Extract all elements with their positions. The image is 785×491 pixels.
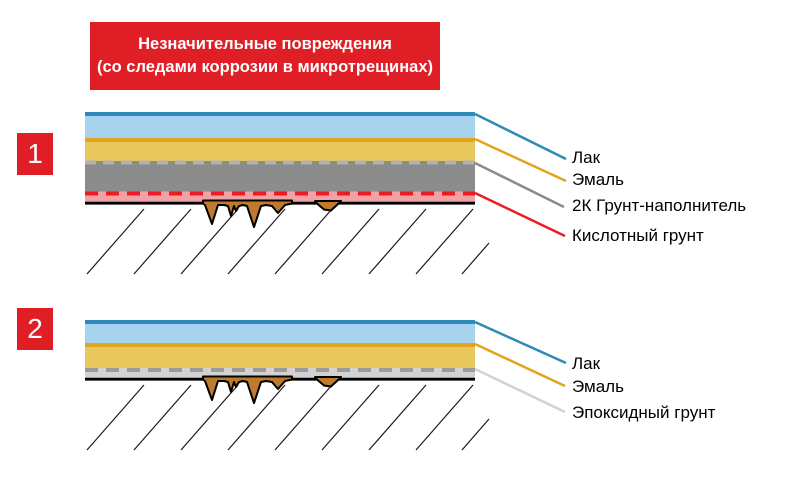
title-line2: (со следами коррозии в микротрещинах) — [96, 58, 434, 76]
diagram-1-stack — [85, 112, 567, 275]
leader-epoxy-primer-2 — [474, 367, 566, 414]
corrosion-pits-1 — [202, 199, 293, 228]
lacquer-layer-2 — [85, 320, 475, 343]
step-1-badge: 1 — [17, 133, 53, 175]
title-line1: Незначительные повреждения — [138, 35, 392, 53]
leader-acid-primer-1 — [474, 191, 566, 238]
acid-primer-layer-1 — [85, 191, 475, 203]
leader-lacquer-1 — [474, 112, 567, 161]
corrosion-shallow-pit-2 — [314, 376, 342, 388]
substrate-hatching-2 — [86, 384, 490, 451]
label-epoxy-primer-2: Эпоксидный грунт — [572, 403, 716, 422]
leader-filler-1 — [474, 161, 565, 209]
label-enamel-2: Эмаль — [572, 377, 624, 396]
corrosion-pits-2 — [202, 375, 293, 404]
enamel-layer-1 — [85, 138, 475, 161]
corrosion-shallow-pit-1 — [314, 200, 342, 212]
step-2-badge: 2 — [17, 308, 53, 350]
leader-enamel-1 — [474, 137, 567, 183]
leader-lacquer-2 — [474, 320, 567, 365]
label-lacquer-1: Лак — [572, 148, 601, 167]
lacquer-layer-1 — [85, 112, 475, 138]
leader-enamel-2 — [474, 342, 566, 388]
diagram-2-stack — [85, 320, 567, 451]
substrate-hatching-1 — [86, 208, 490, 275]
label-acid-primer-1: Кислотный грунт — [572, 226, 704, 245]
enamel-layer-2 — [85, 343, 475, 368]
label-2k-filler-1: 2К Грунт-наполнитель — [572, 196, 747, 215]
label-enamel-1: Эмаль — [572, 170, 624, 189]
title-banner: Незначительные повреждения (со следами к… — [90, 22, 440, 90]
filler-layer-1 — [85, 161, 475, 192]
label-lacquer-2: Лак — [572, 354, 601, 373]
epoxy-primer-layer-2 — [85, 368, 475, 379]
